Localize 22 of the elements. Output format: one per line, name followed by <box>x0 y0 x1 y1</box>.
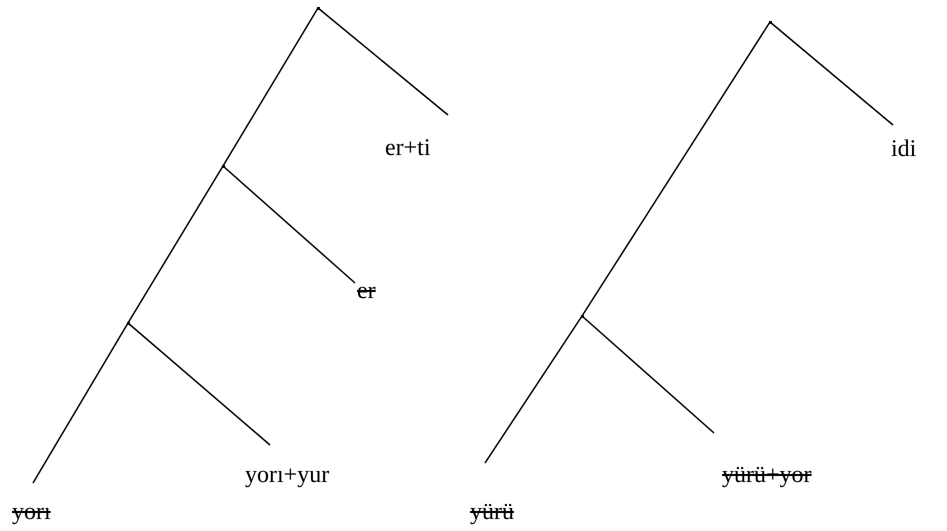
tree-branch-line <box>222 8 319 166</box>
tree-leaf-label: yorı+yur <box>245 463 330 487</box>
tree-leaf-label: er <box>357 279 376 303</box>
tree-branch-line <box>582 315 714 434</box>
tree-leaf-label: yürü+yor <box>722 463 812 487</box>
branch-junction <box>222 164 224 168</box>
branch-junction <box>126 322 130 324</box>
tree-leaf-label: er+ti <box>385 136 431 160</box>
branch-junction <box>316 6 320 10</box>
tree-leaf-label: idi <box>891 137 916 161</box>
tree-leaf-label: yürü <box>470 500 514 524</box>
branch-junction <box>768 20 772 24</box>
tree-branch-line <box>32 322 129 484</box>
tree-branch-line <box>484 316 583 464</box>
branch-junction <box>580 314 584 318</box>
tree-branch-line <box>581 22 771 316</box>
tree-branch-line <box>127 166 224 324</box>
tree-branch-line <box>128 322 270 446</box>
tree-leaf-label: yorı <box>12 500 51 524</box>
tree-branch-line <box>222 165 356 284</box>
tree-branch-line <box>770 21 894 126</box>
tree-branch-line <box>318 7 448 116</box>
